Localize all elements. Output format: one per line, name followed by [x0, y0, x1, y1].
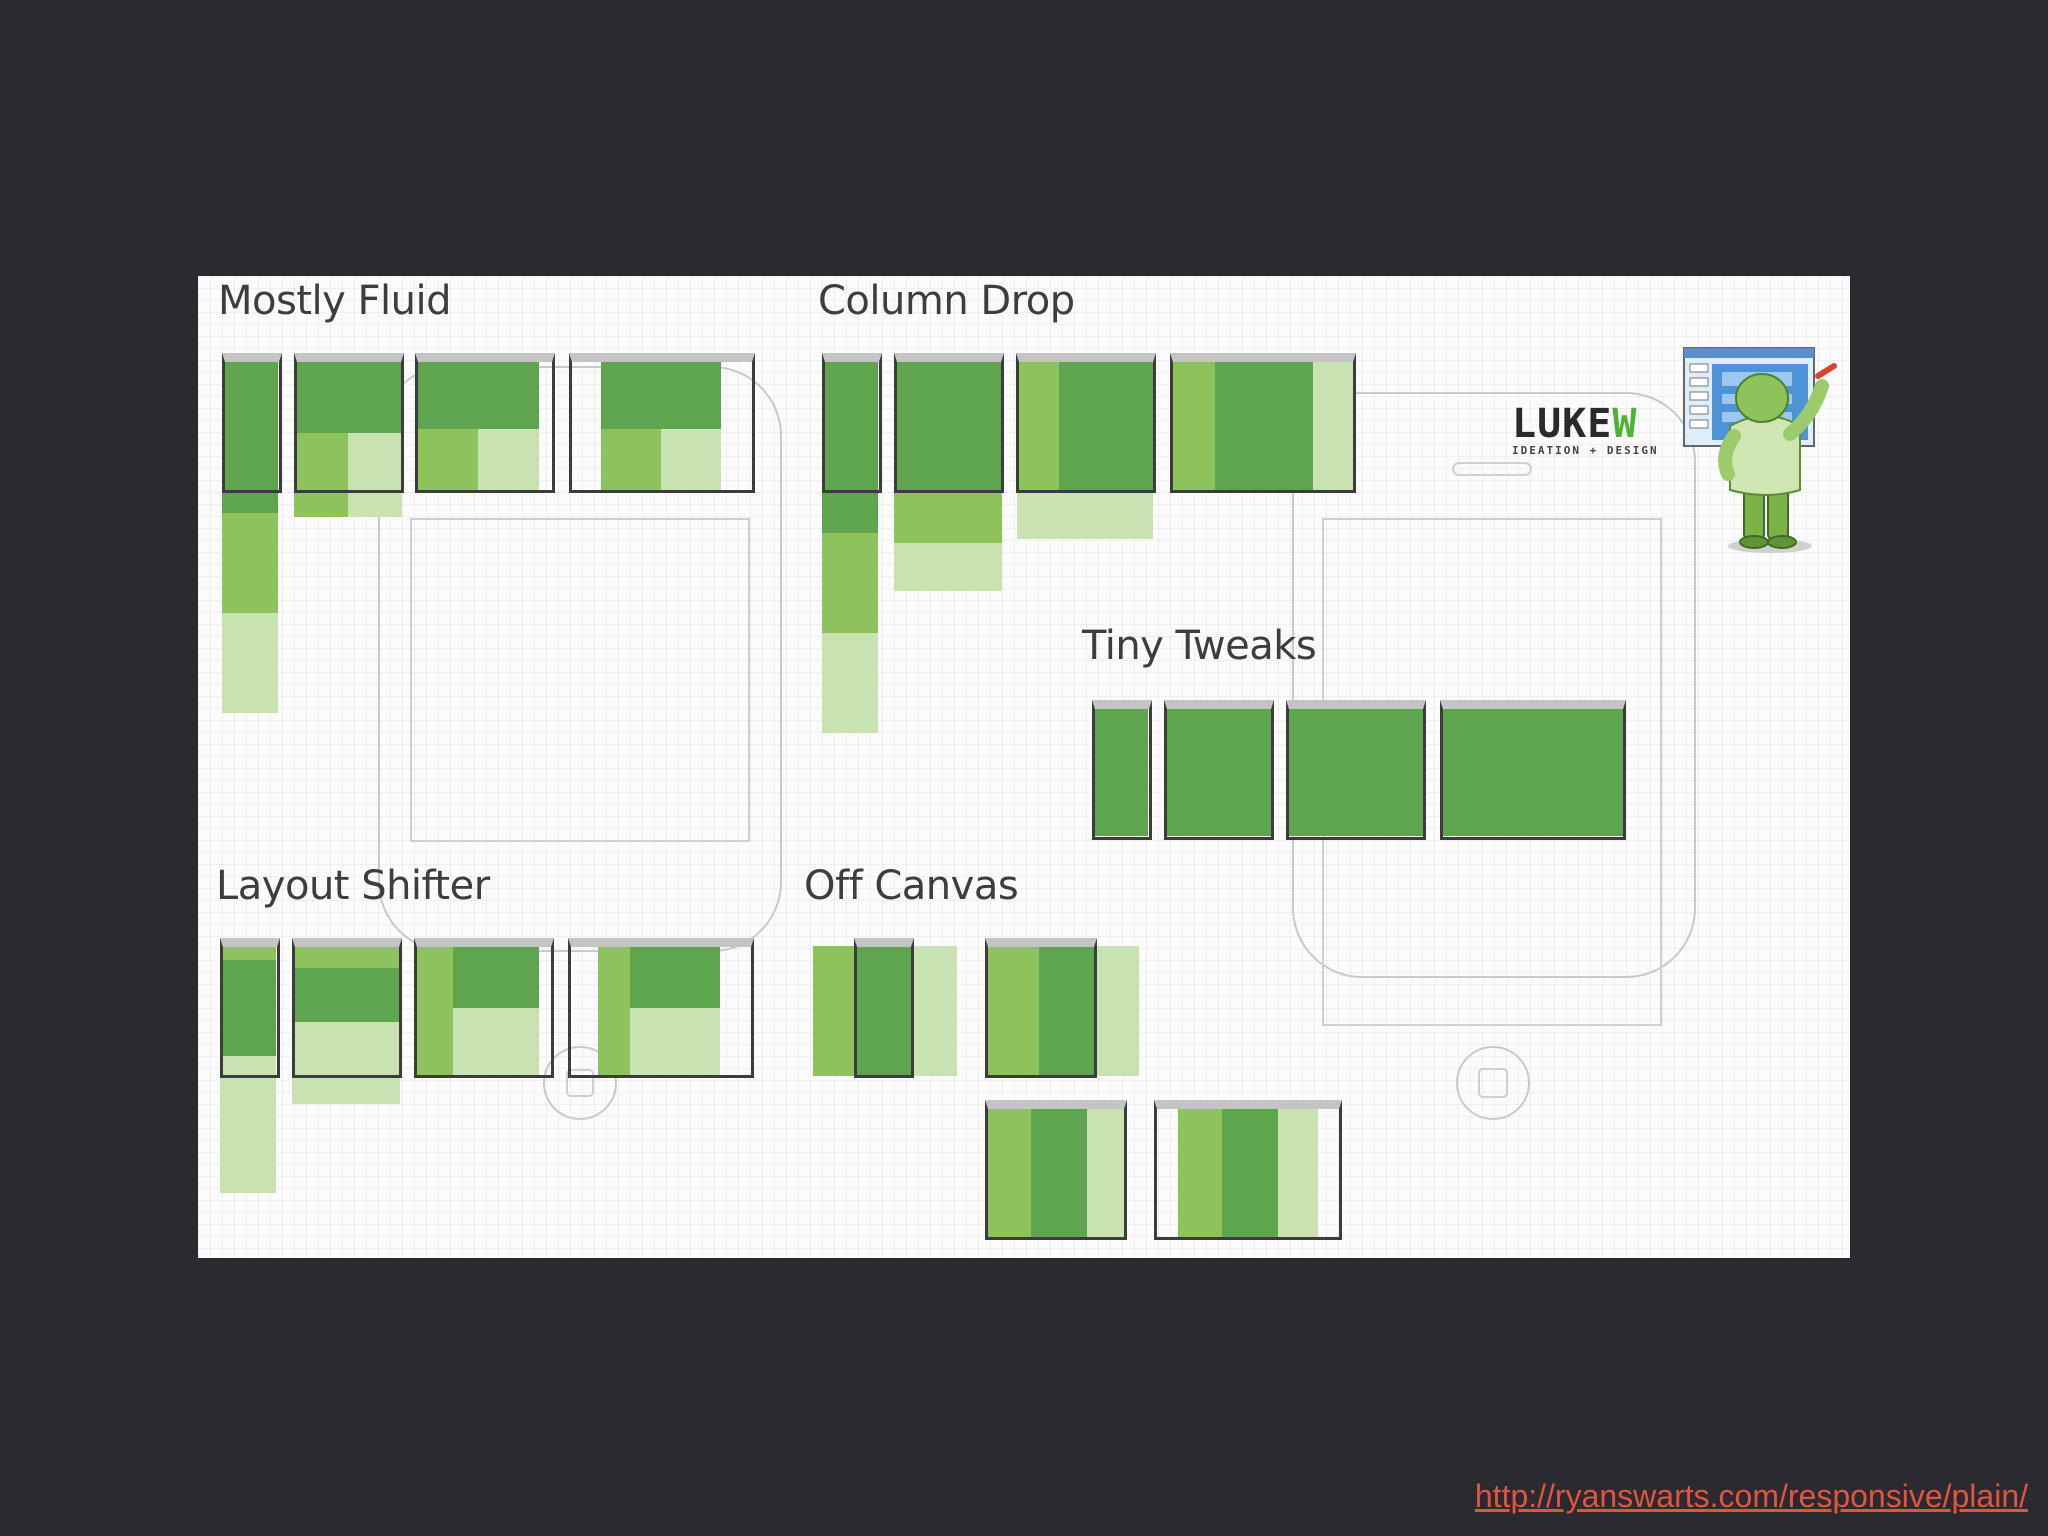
logo-wordmark: LUKEW	[1512, 404, 1659, 444]
layout-frame	[1440, 700, 1626, 840]
block	[1440, 700, 1624, 836]
phone-outline-left	[378, 366, 782, 952]
block	[1215, 353, 1313, 491]
block	[601, 353, 721, 429]
block	[1222, 1102, 1278, 1238]
phone-home-inner-left	[566, 1069, 594, 1097]
block	[913, 946, 957, 1076]
section-title-mostly-fluid: Mostly Fluid	[218, 278, 451, 324]
block	[822, 633, 878, 733]
block	[294, 353, 402, 433]
block	[453, 938, 539, 1008]
phone-home-inner-right	[1478, 1068, 1508, 1098]
block	[1178, 1102, 1222, 1238]
layout-frame	[568, 938, 754, 1078]
section-title-off-canvas: Off Canvas	[804, 863, 1019, 909]
block	[222, 513, 278, 613]
block	[1087, 1102, 1125, 1238]
block	[292, 968, 400, 1022]
block	[453, 1008, 539, 1076]
layout-frame	[414, 938, 554, 1078]
section-title-layout-shifter: Layout Shifter	[216, 863, 490, 909]
logo-tagline: IDEATION + DESIGN	[1512, 444, 1659, 457]
phone-home-button-left	[543, 1046, 617, 1120]
layout-frame	[1164, 700, 1274, 840]
block	[1095, 946, 1139, 1076]
layout-frame	[822, 353, 882, 493]
block	[292, 1022, 400, 1104]
layout-frame	[854, 938, 914, 1078]
layout-frame	[222, 353, 282, 493]
block	[1278, 1102, 1318, 1238]
layout-frame	[220, 938, 280, 1078]
logo-name-main: LUKE	[1512, 401, 1613, 447]
block	[822, 533, 878, 633]
layout-frame	[415, 353, 555, 493]
block	[987, 1102, 1031, 1238]
layout-frame	[985, 938, 1097, 1078]
section-title-tiny-tweaks: Tiny Tweaks	[1082, 623, 1317, 669]
block	[1017, 353, 1059, 493]
phone-speaker-right	[1452, 462, 1532, 476]
block	[822, 353, 878, 533]
mascot-drawing-icon	[1683, 347, 1837, 553]
block	[661, 429, 721, 491]
layout-frame	[1092, 700, 1152, 840]
block	[1286, 700, 1424, 836]
phone-home-button-right	[1456, 1046, 1530, 1120]
source-link[interactable]: http://ryanswarts.com/responsive/plain/	[1474, 1478, 2028, 1514]
layout-frame	[1154, 1100, 1342, 1240]
block	[348, 433, 402, 517]
layout-frame	[294, 353, 404, 493]
block	[1039, 938, 1095, 1076]
block	[220, 1056, 276, 1193]
block	[220, 960, 276, 1056]
block	[1017, 493, 1153, 539]
block	[987, 938, 1039, 1076]
diagram-panel: Mostly Fluid Column Drop Tiny Tweaks Lay…	[198, 276, 1850, 1258]
phone-screen-left	[410, 518, 750, 842]
block	[630, 938, 720, 1008]
block	[894, 493, 1002, 543]
block	[855, 938, 913, 1078]
block	[222, 353, 278, 513]
layout-frame	[569, 353, 755, 493]
section-title-column-drop: Column Drop	[818, 278, 1075, 324]
block	[598, 938, 630, 1076]
block	[478, 429, 539, 491]
block	[630, 1008, 720, 1076]
lukew-logo: LUKEW IDEATION + DESIGN	[1512, 404, 1659, 457]
block	[1173, 353, 1215, 491]
logo-name-accent: W	[1612, 401, 1638, 447]
phone-outline-right	[1292, 392, 1696, 978]
layout-frame	[894, 353, 1004, 493]
block	[813, 946, 855, 1076]
block	[417, 353, 539, 429]
block	[894, 353, 1002, 493]
block	[294, 433, 348, 517]
layout-frame	[1286, 700, 1426, 840]
block	[601, 429, 661, 491]
block	[894, 543, 1002, 591]
block	[1031, 1102, 1087, 1238]
layout-frame	[1170, 353, 1356, 493]
block	[1164, 700, 1272, 836]
block	[222, 613, 278, 713]
block	[417, 429, 478, 491]
layout-frame	[985, 1100, 1127, 1240]
layout-frame	[1016, 353, 1156, 493]
block	[1092, 700, 1148, 836]
block	[1059, 353, 1153, 493]
block	[1313, 353, 1353, 491]
layout-frame	[292, 938, 402, 1078]
block	[415, 938, 453, 1076]
